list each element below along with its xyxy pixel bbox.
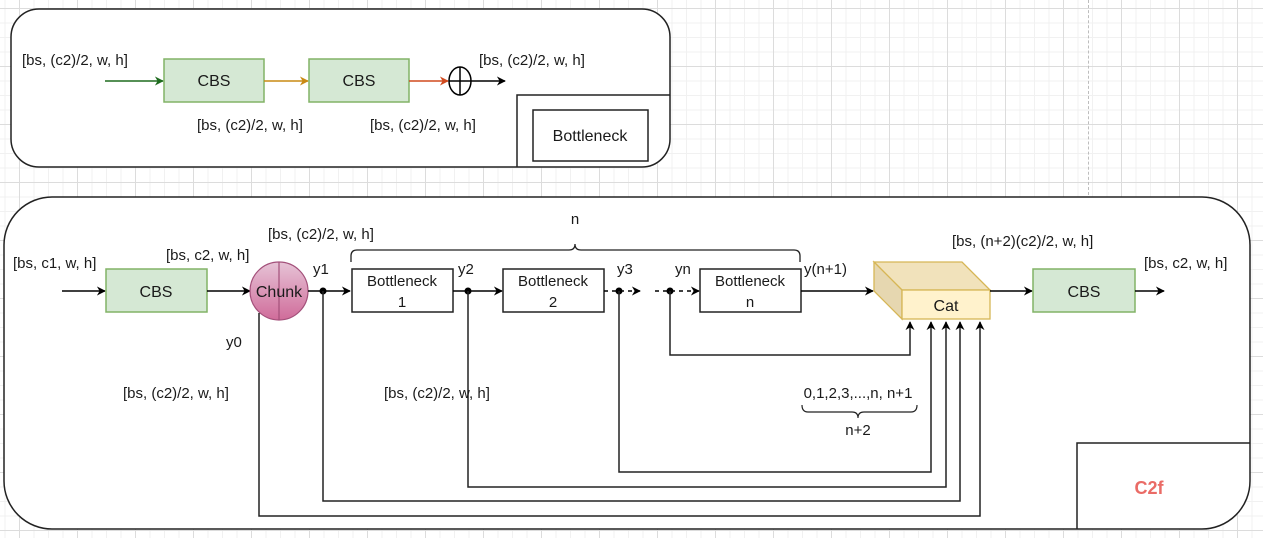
bn-mid-shape-1: [bs, (c2)/2, w, h] bbox=[197, 117, 303, 134]
bottleneck-1-line1: Bottleneck bbox=[367, 273, 438, 290]
repeat-brace bbox=[350, 243, 801, 262]
bn-cbs-1[interactable] bbox=[163, 58, 265, 103]
cat-node[interactable] bbox=[872, 260, 992, 321]
cat-label: Cat bbox=[934, 298, 959, 315]
bottleneck-1-line2: 1 bbox=[398, 294, 406, 311]
y2-label: y2 bbox=[458, 261, 474, 278]
y0-label: y0 bbox=[226, 334, 242, 351]
bottleneck-title: Bottleneck bbox=[553, 128, 629, 145]
c2f-input-shape: [bs, c1, w, h] bbox=[13, 255, 96, 272]
c2f-title: C2f bbox=[1134, 478, 1164, 498]
bottleneck-n-line1: Bottleneck bbox=[715, 273, 786, 290]
bn-input-shape: [bs, (c2)/2, w, h] bbox=[22, 52, 128, 69]
branch-shape: [bs, (c2)/2, w, h] bbox=[384, 385, 490, 402]
c2f-module: C2f [bs, c1, w, h] CBS [bs, c2, w, h] Ch… bbox=[3, 196, 1251, 530]
c2f-cbs-out-shape: [bs, c2, w, h] bbox=[166, 247, 249, 264]
page-break-guide bbox=[1088, 0, 1089, 195]
concat-count: n+2 bbox=[845, 422, 870, 439]
bottleneck-title-box bbox=[532, 109, 649, 162]
bottleneck-2-line2: 2 bbox=[549, 294, 557, 311]
bn-cbs-2-label: CBS bbox=[343, 73, 376, 90]
c2f-cbs-in-label: CBS bbox=[140, 284, 173, 301]
c2f-output-shape: [bs, c2, w, h] bbox=[1144, 255, 1227, 272]
chunk-out-shape: [bs, (c2)/2, w, h] bbox=[268, 226, 374, 243]
concat-brace bbox=[801, 404, 918, 419]
bn-mid-shape-2: [bs, (c2)/2, w, h] bbox=[370, 117, 476, 134]
bn-output-shape: [bs, (c2)/2, w, h] bbox=[479, 52, 585, 69]
bottleneck-n[interactable] bbox=[699, 268, 802, 313]
bottleneck-title-tab bbox=[516, 94, 670, 167]
yn-label: yn bbox=[675, 261, 691, 278]
y2-path bbox=[467, 291, 951, 488]
bottleneck-n-line2: n bbox=[746, 294, 754, 311]
chunk-label: Chunk bbox=[256, 284, 303, 301]
concat-indices: 0,1,2,3,...,n, n+1 bbox=[804, 385, 913, 402]
c2f-cbs-out-label: CBS bbox=[1068, 284, 1101, 301]
add-icon bbox=[448, 66, 472, 96]
y3-path bbox=[618, 291, 936, 473]
bn-cbs-2[interactable] bbox=[308, 58, 410, 103]
bottleneck-2[interactable] bbox=[502, 268, 605, 313]
cat-out-shape: [bs, (n+2)(c2)/2, w, h] bbox=[952, 233, 1093, 250]
y3-label: y3 bbox=[617, 261, 633, 278]
yn1-label: y(n+1) bbox=[804, 261, 847, 278]
bottleneck-module: Bottleneck [bs, (c2)/2, w, h] CBS CBS [b… bbox=[10, 8, 671, 168]
yn-path bbox=[669, 291, 915, 356]
bottleneck-1[interactable] bbox=[351, 268, 454, 313]
y0-shape: [bs, (c2)/2, w, h] bbox=[123, 385, 229, 402]
y0-path bbox=[258, 313, 985, 517]
c2f-title-tab bbox=[1076, 442, 1250, 529]
bn-cbs-1-label: CBS bbox=[198, 73, 231, 90]
repeat-label: n bbox=[571, 211, 579, 228]
y1-path bbox=[322, 291, 965, 502]
y1-label: y1 bbox=[313, 261, 329, 278]
bottleneck-2-line1: Bottleneck bbox=[518, 273, 589, 290]
